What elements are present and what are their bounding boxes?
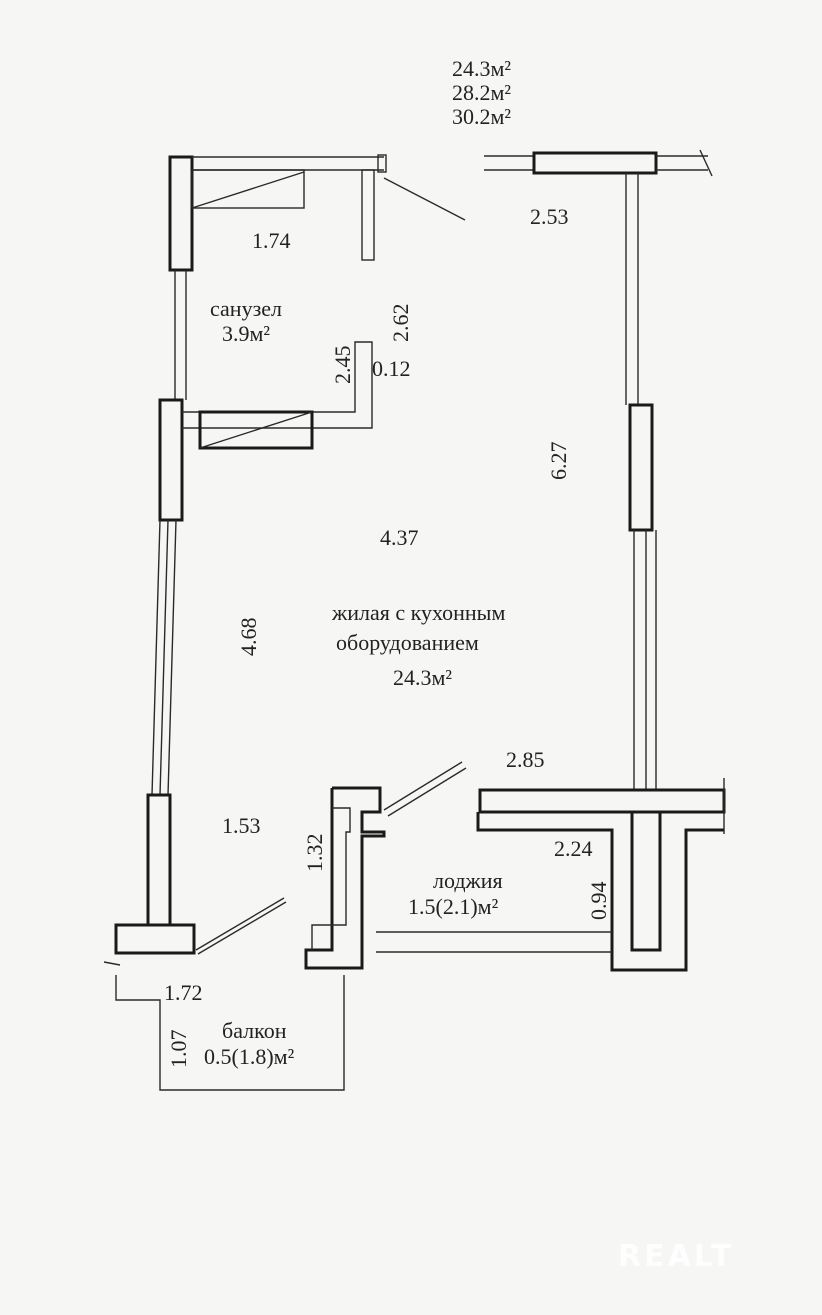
living-name-line2: оборудованием <box>336 630 479 655</box>
wall-top-left-block <box>168 155 194 272</box>
loggia-area: 1.5(2.1)м² <box>408 894 499 919</box>
dim-2-62: 2.62 <box>388 304 413 343</box>
left-long-window-b <box>167 519 177 796</box>
balcony-name: балкон <box>222 1018 287 1043</box>
dim-0-12: 0.12 <box>372 356 411 381</box>
left-long-window-c <box>159 519 169 796</box>
dim-2-24: 2.24 <box>554 836 593 861</box>
dim-1-07: 1.07 <box>166 1030 191 1069</box>
bath-tub <box>191 169 305 209</box>
wall-left-middle-block <box>158 398 184 522</box>
dim-4-37: 4.37 <box>380 525 419 550</box>
dim-4-68: 4.68 <box>236 618 261 657</box>
room-labels: санузел 3.9м² жилая с кухонным оборудова… <box>204 296 505 1069</box>
balcony-door-swing-b <box>197 901 287 955</box>
loggia-name: лоджия <box>433 868 503 893</box>
wall-top-end <box>377 154 387 173</box>
bathroom-fixture <box>198 410 314 450</box>
bathroom-name: санузел <box>210 296 282 321</box>
wall-balcony-slab <box>114 923 196 955</box>
balcony-outline <box>115 975 345 1091</box>
wall-right-middle-block <box>628 403 654 532</box>
total-area-2: 28.2м² <box>452 80 511 105</box>
wall-break-top <box>699 149 713 177</box>
walls <box>103 149 726 1091</box>
dim-2-45: 2.45 <box>330 346 355 385</box>
dim-1-53: 1.53 <box>222 813 261 838</box>
total-area-1: 24.3м² <box>452 56 511 81</box>
living-name-line1: жилая с кухонным <box>331 600 505 625</box>
left-long-window-a <box>151 519 161 796</box>
wall-loggia-top <box>478 788 726 814</box>
wall-loggia-pier <box>630 812 662 952</box>
wall-left-bottom-block <box>146 793 172 927</box>
dim-1-74: 1.74 <box>252 228 291 253</box>
dim-6-27: 6.27 <box>546 442 571 481</box>
wall-loggia-door-pier <box>304 786 386 970</box>
wall-loggia-door-inner <box>311 807 351 950</box>
bathroom-fixture-diagonal <box>199 411 313 449</box>
bathroom-door-swing <box>383 177 466 221</box>
bathroom-inner-wall <box>182 341 373 429</box>
balcony-door-swing-a <box>195 897 285 951</box>
loggia-door-swing-a <box>383 761 463 811</box>
area-totals: 24.3м² 28.2м² 30.2м² <box>452 56 511 129</box>
realt-watermark: REALT <box>618 1239 734 1274</box>
dim-2-85: 2.85 <box>506 747 545 772</box>
total-area-3: 30.2м² <box>452 104 511 129</box>
dim-1-32: 1.32 <box>302 834 327 873</box>
bathroom-door-jamb <box>361 169 375 261</box>
dim-2-53: 2.53 <box>530 204 569 229</box>
dimension-labels: 2.53 1.74 2.62 2.45 0.12 6.27 4.37 4.68 … <box>164 204 611 1068</box>
bathroom-area: 3.9м² <box>222 321 270 346</box>
wall-top-right-block <box>532 151 658 175</box>
dim-1-72: 1.72 <box>164 980 203 1005</box>
wall-break-left <box>103 961 121 966</box>
dim-0-94: 0.94 <box>586 882 611 921</box>
living-area: 24.3м² <box>393 665 452 690</box>
wall-loggia-right <box>476 812 724 972</box>
bath-tub-diagonal <box>191 171 305 209</box>
balcony-area: 0.5(1.8)м² <box>204 1044 295 1069</box>
loggia-door-swing-b <box>387 767 467 817</box>
